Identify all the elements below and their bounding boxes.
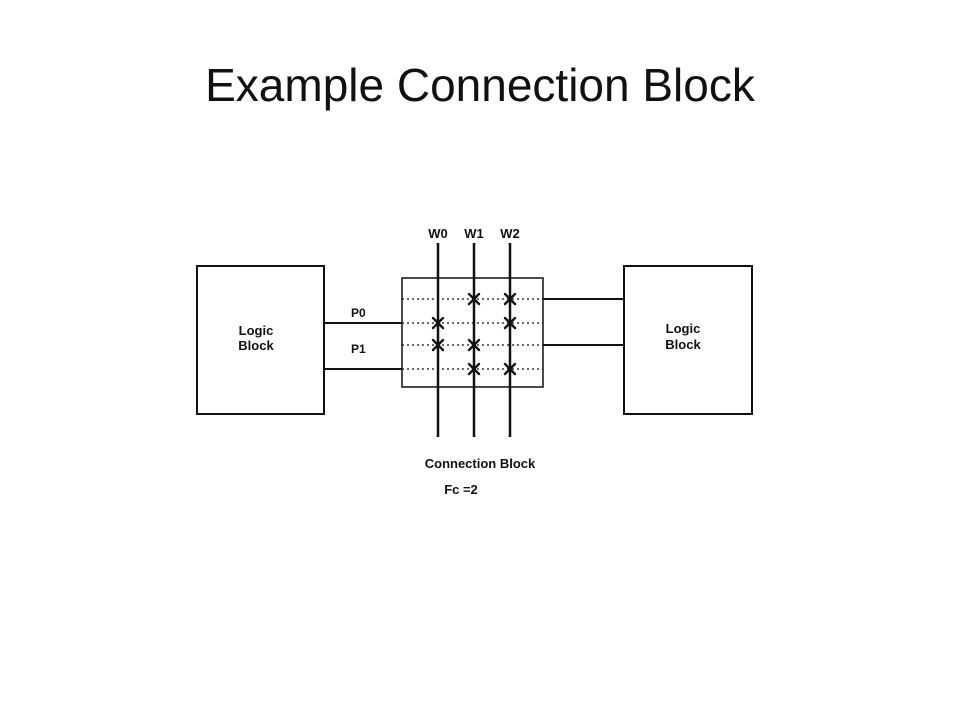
switch-cross [467,362,481,376]
connection-block-box [401,277,544,388]
switch-cross [503,316,517,330]
switch-cross [431,316,445,330]
switch-cross [467,338,481,352]
slide-title: Example Connection Block [205,59,755,111]
switch-cross [503,362,517,376]
wire-label-w0: W0 [428,226,448,241]
pin-label-p0: P0 [351,306,366,320]
left-logic-block [196,265,325,415]
caption-connection-block: Connection Block [425,456,536,471]
caption-fc: Fc =2 [444,482,478,497]
switch-cross [503,292,517,306]
left-block-label-line2: Block [238,338,274,353]
switch-cross [431,338,445,352]
right-block-label-line1: Logic [666,321,701,336]
right-logic-block [623,265,753,415]
wire-label-w2: W2 [500,226,520,241]
right-block-label-line2: Block [665,337,701,352]
switch-cross [467,292,481,306]
pin-label-p1: P1 [351,342,366,356]
left-block-label-line1: Logic [239,323,274,338]
wire-label-w1: W1 [464,226,484,241]
